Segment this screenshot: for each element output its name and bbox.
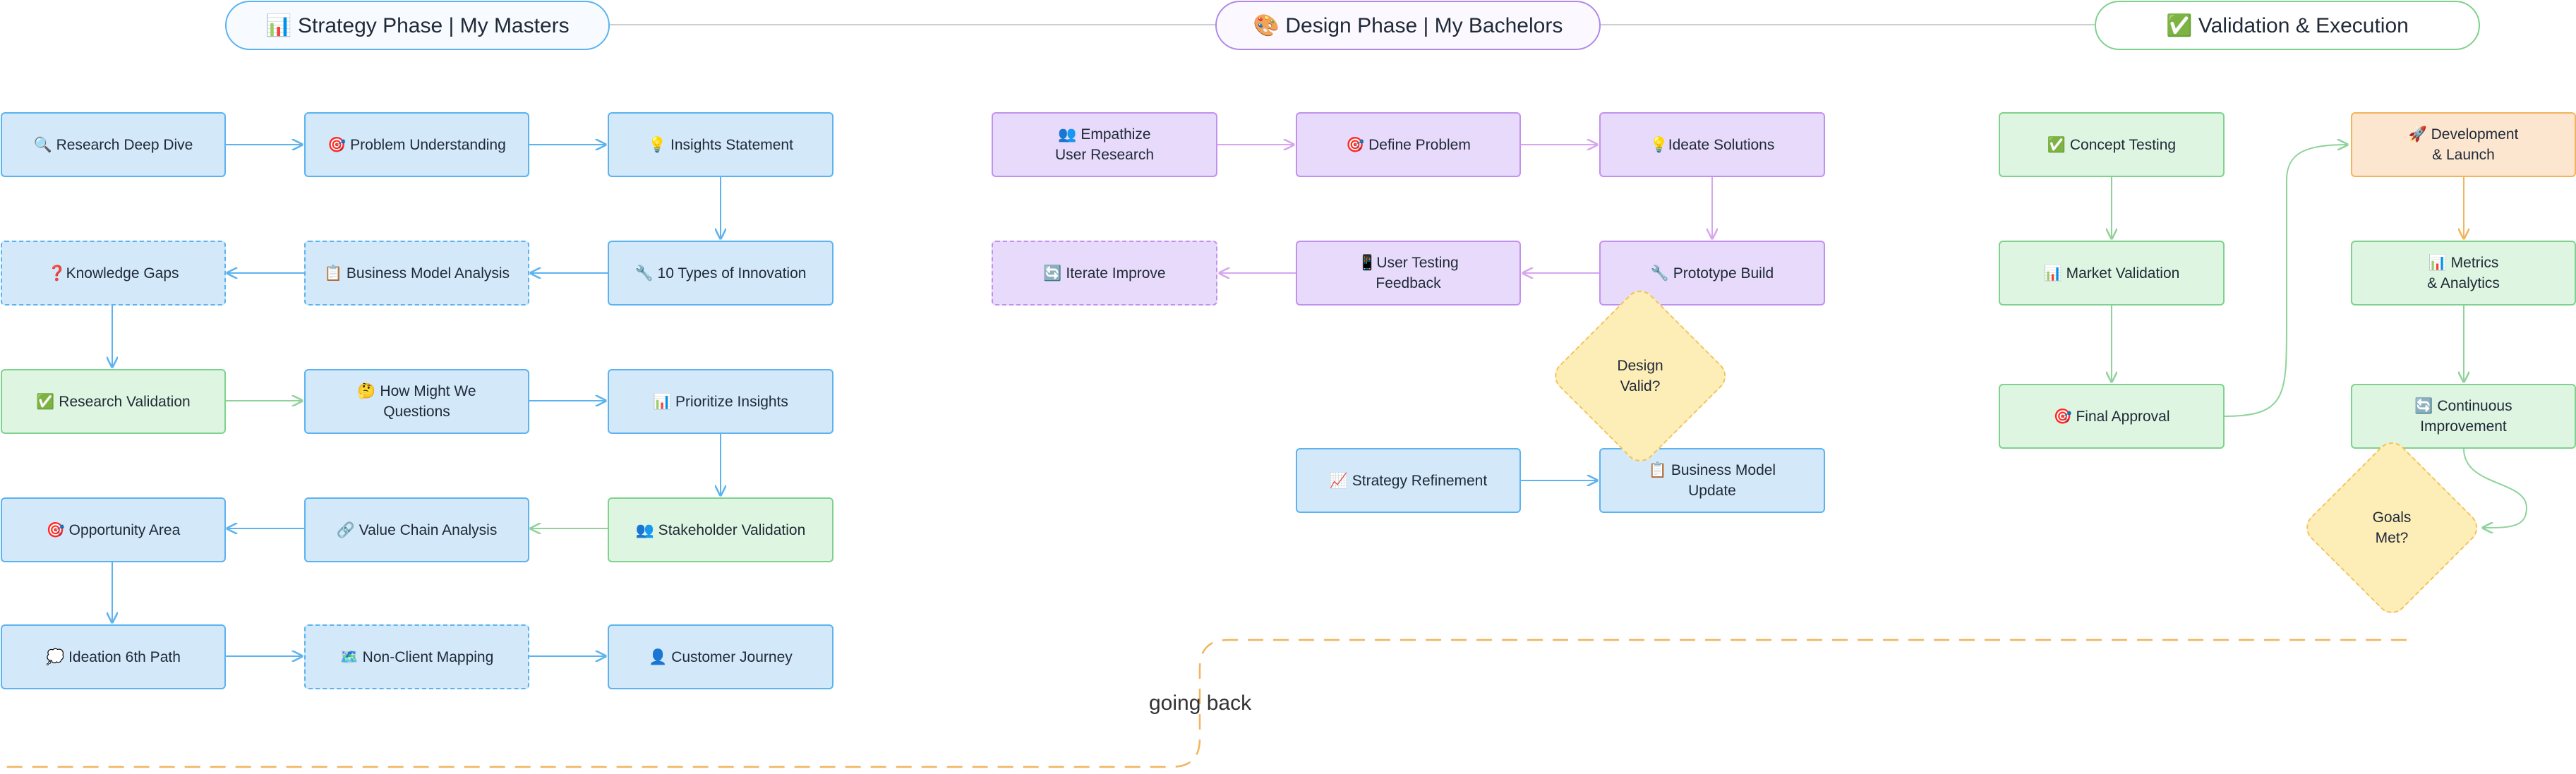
decision-goals-met[interactable]: Goals Met?	[2299, 435, 2484, 620]
decision-label: Goals Met?	[2372, 509, 2412, 546]
decision-label: Design Valid?	[1617, 358, 1663, 394]
node-non-client-mapping[interactable]: 🗺️ Non-Client Mapping	[304, 624, 529, 689]
node-final-approval[interactable]: 🎯 Final Approval	[1999, 384, 2225, 449]
node-market-validation[interactable]: 📊 Market Validation	[1999, 241, 2225, 306]
node-10-types-of-innovation[interactable]: 🔧 10 Types of Innovation	[608, 241, 833, 306]
header-design-phase: 🎨 Design Phase | My Bachelors	[1215, 1, 1601, 50]
going-back-label: going back	[1149, 691, 1252, 715]
node-research-deep-dive[interactable]: 🔍 Research Deep Dive	[1, 112, 226, 177]
header-validation-execution: ✅ Validation & Execution	[2095, 1, 2480, 50]
node-knowledge-gaps[interactable]: ❓Knowledge Gaps	[1, 241, 226, 306]
node-customer-journey[interactable]: 👤 Customer Journey	[608, 624, 833, 689]
going-back-path	[0, 639, 2407, 768]
node-ideate-solutions[interactable]: 💡Ideate Solutions	[1599, 112, 1825, 177]
node-user-testing-feedback[interactable]: 📱User Testing Feedback	[1296, 241, 1521, 306]
node-continuous-improvement[interactable]: 🔄 Continuous Improvement	[2351, 384, 2576, 449]
header-strategy-phase: 📊 Strategy Phase | My Masters	[225, 1, 610, 50]
node-strategy-refinement[interactable]: 📈 Strategy Refinement	[1296, 448, 1521, 513]
node-prioritize-insights[interactable]: 📊 Prioritize Insights	[608, 369, 833, 434]
node-research-validation[interactable]: ✅ Research Validation	[1, 369, 226, 434]
node-iterate-improve[interactable]: 🔄 Iterate Improve	[992, 241, 1217, 306]
node-business-model-analysis[interactable]: 📋 Business Model Analysis	[304, 241, 529, 306]
node-empathize-user-research[interactable]: 👥 Empathize User Research	[992, 112, 1217, 177]
node-opportunity-area[interactable]: 🎯 Opportunity Area	[1, 497, 226, 562]
node-metrics-analytics[interactable]: 📊 Metrics & Analytics	[2351, 241, 2576, 306]
decision-design-valid[interactable]: Design Valid?	[1548, 284, 1733, 468]
node-insights-statement[interactable]: 💡 Insights Statement	[608, 112, 833, 177]
node-ideation-6th-path[interactable]: 💭 Ideation 6th Path	[1, 624, 226, 689]
connector-arrow	[2224, 145, 2347, 417]
node-stakeholder-validation[interactable]: 👥 Stakeholder Validation	[608, 497, 833, 562]
node-value-chain-analysis[interactable]: 🔗 Value Chain Analysis	[304, 497, 529, 562]
node-development-launch[interactable]: 🚀 Development & Launch	[2351, 112, 2576, 177]
node-define-problem[interactable]: 🎯 Define Problem	[1296, 112, 1521, 177]
connector-arrow	[2463, 448, 2528, 528]
node-problem-understanding[interactable]: 🎯 Problem Understanding	[304, 112, 529, 177]
node-how-might-we[interactable]: 🤔 How Might We Questions	[304, 369, 529, 434]
node-concept-testing[interactable]: ✅ Concept Testing	[1999, 112, 2225, 177]
